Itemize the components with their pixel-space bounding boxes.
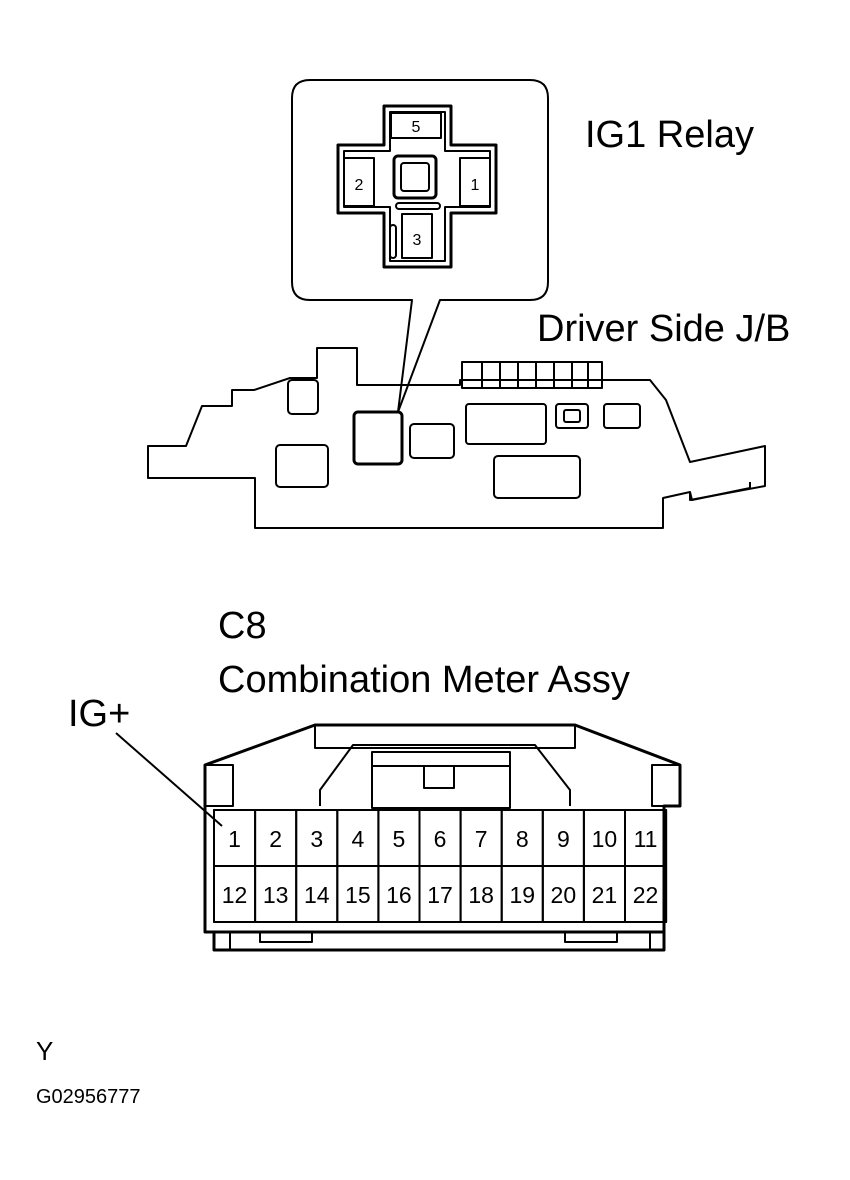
connector-pin-9-label: 9	[557, 826, 570, 852]
connector-pin-4-label: 4	[351, 826, 364, 852]
connector-pin-17-label: 17	[427, 882, 453, 908]
connector-pin-20-label: 20	[551, 882, 577, 908]
relay-callout: 5 2 1 3	[291, 79, 549, 413]
connector-pin-15-label: 15	[345, 882, 371, 908]
footer-letter: Y	[36, 1036, 53, 1066]
junction-box-title: Driver Side J/B	[537, 308, 790, 350]
connector-pin-11-label: 11	[634, 826, 658, 852]
relay-socket: 5 2 1 3	[336, 104, 498, 269]
connector-pin-22-label: 22	[633, 882, 659, 908]
connector-pin-12-label: 12	[222, 882, 248, 908]
connector-pin-19-label: 19	[509, 882, 535, 908]
connector-pin-13-label: 13	[263, 882, 289, 908]
connector-pin-10-label: 10	[592, 826, 618, 852]
ig-plus-callout: IG+	[68, 693, 130, 735]
connector-pin-7-label: 7	[475, 826, 488, 852]
relay-pin-2-label: 2	[355, 177, 364, 194]
connector-code: C8	[218, 605, 267, 647]
relay-pin-1	[459, 157, 491, 207]
junction-box	[147, 347, 766, 529]
connector-pin-1-label: 1	[228, 826, 241, 852]
ig1-relay-location	[352, 410, 404, 466]
connector-pin-2-label: 2	[269, 826, 282, 852]
connector-pin-21-label: 21	[592, 882, 618, 908]
relay-pin-3	[401, 213, 433, 259]
connector-pin-6-label: 6	[434, 826, 447, 852]
connector-pin-5-label: 5	[393, 826, 406, 852]
relay-pin-3-label: 3	[413, 232, 422, 249]
connector-pin-8-label: 8	[516, 826, 529, 852]
relay-pin-5-label: 5	[412, 119, 421, 136]
relay-pin-5	[390, 112, 442, 139]
connector-pin-22	[624, 865, 668, 923]
relay-pin-2	[343, 157, 375, 207]
connector-pin-3-label: 3	[310, 826, 323, 852]
figure-code: G02956777	[36, 1086, 141, 1108]
relay-title: IG1 Relay	[585, 114, 754, 156]
connector-pin-18-label: 18	[468, 882, 494, 908]
connector-pin-14-label: 14	[304, 882, 330, 908]
connector-pin-16-label: 16	[386, 882, 412, 908]
connector-name: Combination Meter Assy	[218, 659, 630, 701]
relay-center-key	[392, 154, 438, 200]
relay-pin-1-label: 1	[471, 177, 480, 194]
